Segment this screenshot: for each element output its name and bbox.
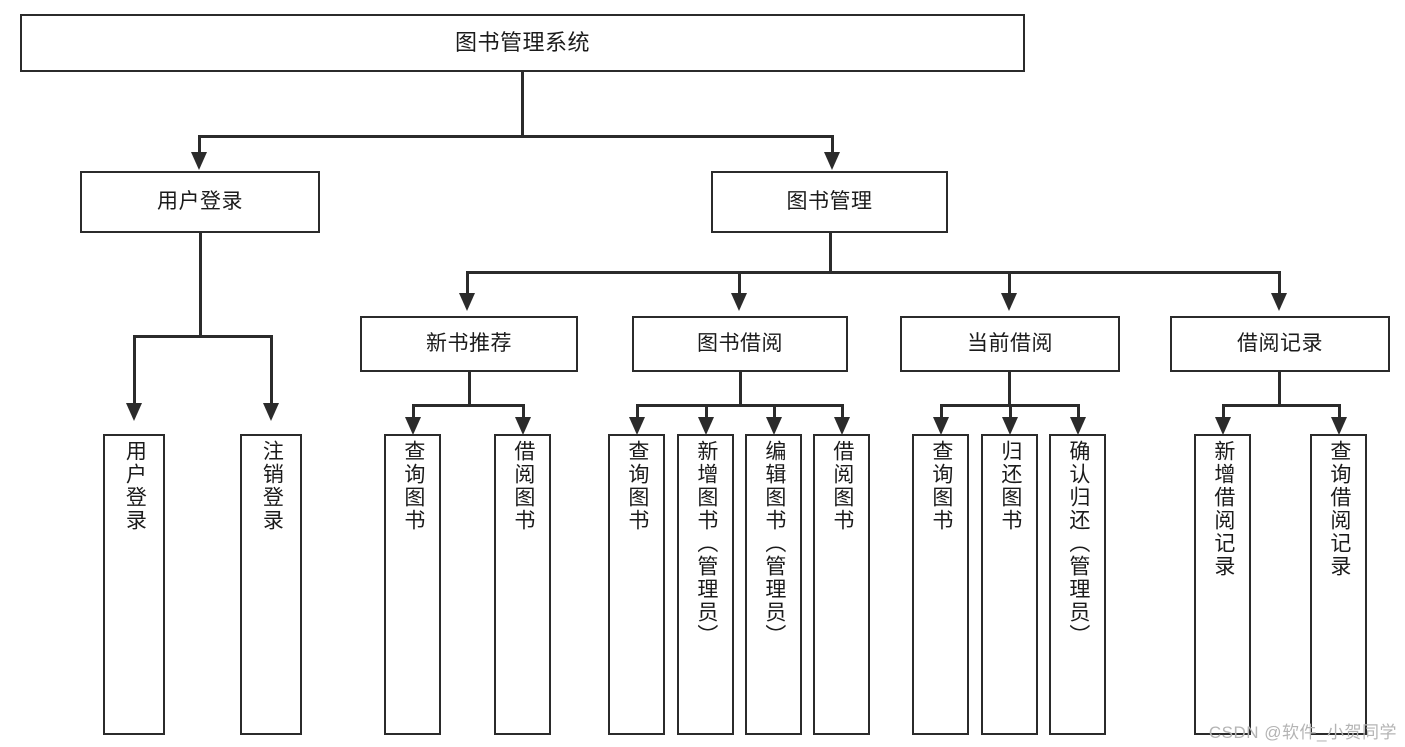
arrow-br-to-leaf1 xyxy=(1215,417,1231,435)
arrow-user-login-to-leaf2 xyxy=(263,403,279,421)
connector-br-to-leaf2 xyxy=(1338,404,1341,422)
connector-cb-to-leaf1 xyxy=(940,404,943,422)
node-leaf-logout-login-label: 注销登录 xyxy=(260,440,284,532)
arrow-new-book-to-leaf1 xyxy=(405,417,421,435)
node-leaf-borrow-book-2[interactable]: 借阅图书 xyxy=(813,434,870,735)
connector-user-login-bus xyxy=(133,335,272,338)
node-book-management[interactable]: 图书管理 xyxy=(711,171,948,233)
node-borrow-record[interactable]: 借阅记录 xyxy=(1170,316,1390,372)
connector-user-login-to-leaf1 xyxy=(133,335,136,407)
arrow-user-login-to-leaf1 xyxy=(126,403,142,421)
connector-borrow-record-stem xyxy=(1278,372,1281,406)
node-user-login-label: 用户登录 xyxy=(157,189,243,213)
connector-root-bus xyxy=(198,135,833,138)
connector-user-login-stem xyxy=(199,233,202,337)
node-leaf-add-book[interactable]: 新增图书（管理员） xyxy=(677,434,734,735)
connector-borrow-record-bus xyxy=(1222,404,1340,407)
connector-bm-to-new-book xyxy=(466,271,469,297)
arrow-bm-to-current-borrow xyxy=(1001,293,1017,311)
node-book-borrow-label: 图书借阅 xyxy=(697,331,783,355)
arrow-bb-to-leaf4 xyxy=(834,417,850,435)
connector-bb-to-leaf1 xyxy=(636,404,639,422)
node-leaf-logout-login[interactable]: 注销登录 xyxy=(240,434,302,735)
arrow-br-to-leaf2 xyxy=(1331,417,1347,435)
connector-root-to-book-management xyxy=(831,135,834,157)
arrow-bb-to-leaf1 xyxy=(629,417,645,435)
connector-book-management-bus xyxy=(466,271,1280,274)
node-leaf-user-login-label: 用户登录 xyxy=(123,440,147,532)
node-leaf-borrow-book-2-label: 借阅图书 xyxy=(830,440,854,532)
connector-cb-to-leaf2 xyxy=(1009,404,1012,422)
node-leaf-borrow-book-1[interactable]: 借阅图书 xyxy=(494,434,551,735)
arrow-root-to-user-login xyxy=(191,152,207,170)
node-root[interactable]: 图书管理系统 xyxy=(20,14,1025,72)
node-leaf-query-record[interactable]: 查询借阅记录 xyxy=(1310,434,1367,735)
arrow-bb-to-leaf2 xyxy=(698,417,714,435)
node-new-book-recommend[interactable]: 新书推荐 xyxy=(360,316,578,372)
node-leaf-borrow-book-1-label: 借阅图书 xyxy=(511,440,535,532)
arrow-root-to-book-management xyxy=(824,152,840,170)
node-leaf-query-book-2-label: 查询图书 xyxy=(625,440,649,532)
connector-book-management-stem xyxy=(829,233,832,273)
node-leaf-query-book-1-label: 查询图书 xyxy=(401,440,425,532)
node-leaf-user-login[interactable]: 用户登录 xyxy=(103,434,165,735)
connector-bm-to-borrow-record xyxy=(1278,271,1281,297)
node-current-borrow[interactable]: 当前借阅 xyxy=(900,316,1120,372)
node-leaf-edit-book[interactable]: 编辑图书（管理员） xyxy=(745,434,802,735)
connector-new-book-bus xyxy=(412,404,524,407)
connector-br-to-leaf1 xyxy=(1222,404,1225,422)
connector-bb-to-leaf3 xyxy=(773,404,776,422)
node-leaf-query-book-1[interactable]: 查询图书 xyxy=(384,434,441,735)
node-leaf-return-book[interactable]: 归还图书 xyxy=(981,434,1038,735)
arrow-bm-to-borrow-record xyxy=(1271,293,1287,311)
watermark-text: CSDN @软件_小贺同学 xyxy=(1208,723,1397,742)
connector-new-book-to-leaf2 xyxy=(522,404,525,422)
node-leaf-return-book-label: 归还图书 xyxy=(998,440,1022,532)
node-leaf-query-record-label: 查询借阅记录 xyxy=(1327,440,1351,578)
arrow-cb-to-leaf1 xyxy=(933,417,949,435)
node-leaf-confirm-return[interactable]: 确认归还（管理员） xyxy=(1049,434,1106,735)
arrow-cb-to-leaf3 xyxy=(1070,417,1086,435)
node-leaf-add-record-label: 新增借阅记录 xyxy=(1211,440,1235,578)
arrow-cb-to-leaf2 xyxy=(1002,417,1018,435)
node-leaf-add-book-label: 新增图书（管理员） xyxy=(694,440,718,647)
connector-book-borrow-stem xyxy=(739,372,742,406)
node-leaf-query-book-3-label: 查询图书 xyxy=(929,440,953,532)
node-leaf-add-record[interactable]: 新增借阅记录 xyxy=(1194,434,1251,735)
connector-cb-to-leaf3 xyxy=(1077,404,1080,422)
node-user-login[interactable]: 用户登录 xyxy=(80,171,320,233)
node-leaf-edit-book-label: 编辑图书（管理员） xyxy=(762,440,786,647)
connector-book-borrow-bus xyxy=(636,404,843,407)
arrow-bm-to-new-book xyxy=(459,293,475,311)
connector-current-borrow-stem xyxy=(1008,372,1011,406)
node-leaf-confirm-return-label: 确认归还（管理员） xyxy=(1066,440,1090,647)
connector-root-to-user-login xyxy=(198,135,201,157)
connector-new-book-to-leaf1 xyxy=(412,404,415,422)
node-current-borrow-label: 当前借阅 xyxy=(967,331,1053,355)
arrow-new-book-to-leaf2 xyxy=(515,417,531,435)
connector-new-book-stem xyxy=(468,372,471,406)
arrow-bm-to-book-borrow xyxy=(731,293,747,311)
node-book-borrow[interactable]: 图书借阅 xyxy=(632,316,848,372)
connector-bb-to-leaf2 xyxy=(705,404,708,422)
arrow-bb-to-leaf3 xyxy=(766,417,782,435)
node-root-label: 图书管理系统 xyxy=(454,30,590,56)
connector-bb-to-leaf4 xyxy=(841,404,844,422)
connector-bm-to-book-borrow xyxy=(738,271,741,297)
node-borrow-record-label: 借阅记录 xyxy=(1237,331,1323,355)
node-book-management-label: 图书管理 xyxy=(786,189,873,213)
node-leaf-query-book-3[interactable]: 查询图书 xyxy=(912,434,969,735)
connector-bm-to-current-borrow xyxy=(1008,271,1011,297)
connector-user-login-to-leaf2 xyxy=(270,335,273,407)
connector-root-stem xyxy=(521,72,524,137)
node-new-book-recommend-label: 新书推荐 xyxy=(426,331,512,355)
node-leaf-query-book-2[interactable]: 查询图书 xyxy=(608,434,665,735)
